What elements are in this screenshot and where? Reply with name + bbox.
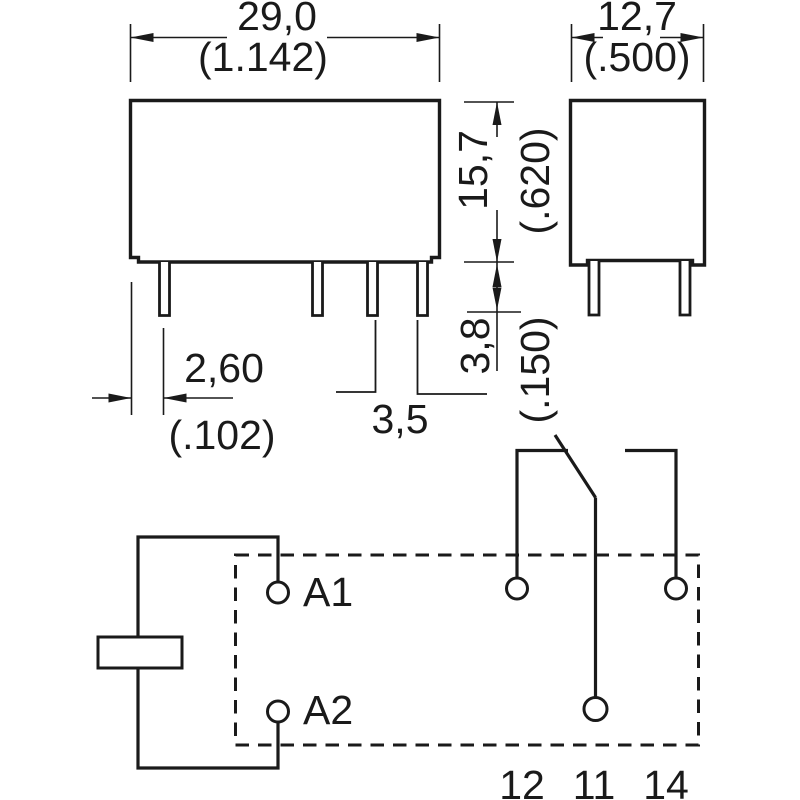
arrowhead-left-icon	[163, 393, 187, 403]
side-pin-2	[678, 261, 692, 317]
dim-pin-offset-in: (.102)	[168, 412, 275, 458]
arrowhead-down-icon	[492, 239, 502, 262]
dim-body-width-mm: 29,0	[237, 0, 317, 39]
contact-wire-14	[625, 448, 678, 578]
dim-body-depth-in: (.500)	[583, 34, 690, 80]
terminal-circle-a1	[266, 580, 290, 605]
front-pin-2	[311, 262, 324, 317]
terminal-circle-11	[582, 696, 609, 722]
extension-hook-right	[416, 320, 487, 395]
arrowhead-up-icon	[492, 102, 502, 125]
arrowhead-right-icon	[416, 33, 440, 42]
dim-pin-offset-mm: 2,60	[184, 345, 264, 391]
label-terminal-11: 11	[573, 762, 616, 800]
terminal-circle-12	[505, 576, 529, 601]
schematic: A1 A2 12 11 14	[96, 434, 700, 800]
coil-wire-top	[136, 535, 280, 637]
dim-body-width-in: (1.142)	[198, 34, 328, 80]
dim-body-height-in: (.620)	[512, 127, 558, 234]
arrowhead-left-icon	[130, 33, 154, 42]
dim-pin-length-in: (.150)	[512, 316, 558, 423]
front-pin-3	[366, 262, 379, 317]
dim-pin-length: 3,8 (.150)	[452, 262, 558, 424]
arrowhead-up-icon	[492, 264, 502, 287]
dim-pin-pitch: 3,5	[336, 320, 487, 442]
dim-body-depth-mm: 12,7	[597, 0, 677, 39]
extension-hook-left	[336, 320, 377, 393]
coil-symbol	[96, 635, 184, 670]
label-terminal-14: 14	[643, 762, 689, 800]
terminal-circle-14	[664, 576, 688, 601]
dim-body-height: 15,7 (.620)	[450, 101, 558, 263]
label-coil-a2: A2	[303, 687, 353, 733]
arrowhead-right-icon	[108, 393, 132, 403]
side-view-outline	[568, 98, 707, 267]
dim-pin-offset: 2,60 (.102)	[92, 282, 276, 458]
arrowhead-down-icon	[492, 287, 502, 310]
dim-pin-length-mm: 3,8	[452, 318, 498, 375]
dim-body-depth: 12,7 (.500)	[570, 0, 705, 82]
front-pin-4	[416, 262, 429, 317]
terminal-circle-a2	[266, 699, 290, 724]
label-coil-a1: A1	[303, 569, 353, 615]
arrowhead-left-icon	[571, 33, 595, 42]
coil-wire-bottom	[136, 668, 280, 770]
relay-boundary-box	[234, 553, 700, 747]
label-terminal-12: 12	[499, 762, 545, 800]
arrowhead-right-icon	[680, 33, 704, 42]
side-pin-1	[587, 261, 601, 317]
front-view-outline	[128, 98, 442, 264]
front-pin-1	[158, 262, 171, 317]
side-view	[568, 98, 707, 317]
dim-pin-pitch-mm: 3,5	[372, 396, 429, 442]
contact-wire-12	[515, 448, 568, 578]
dim-body-width: 29,0 (1.142)	[129, 0, 441, 82]
front-view	[128, 98, 442, 317]
dim-body-height-mm: 15,7	[450, 130, 496, 210]
switch-blade	[553, 434, 597, 499]
